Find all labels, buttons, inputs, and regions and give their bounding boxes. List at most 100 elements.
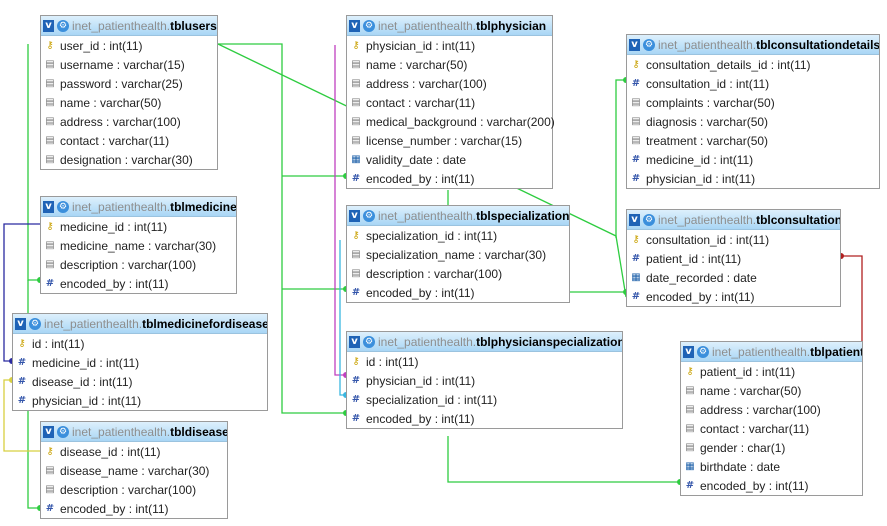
table-header[interactable]: v⚙inet_patienthealth.tblpatient (681, 342, 862, 362)
table-tblusers[interactable]: v⚙inet_patienthealth.tblusers⚷user_id : … (40, 15, 218, 170)
table-header[interactable]: v⚙inet_patienthealth.tblphysician (347, 16, 552, 36)
table-header[interactable]: v⚙inet_patienthealth.tblusers (41, 16, 217, 36)
column-row[interactable]: #encoded_by : int(11) (681, 476, 862, 495)
column-row[interactable]: ▦validity_date : date (347, 150, 552, 169)
column-row[interactable]: ⚷id : int(11) (13, 334, 267, 353)
table-header[interactable]: v⚙inet_patienthealth.tblconsultation (627, 210, 840, 230)
column-row[interactable]: ▤description : varchar(100) (347, 264, 569, 283)
column-row[interactable]: #encoded_by : int(11) (41, 499, 227, 518)
column-row[interactable]: ▦birthdate : date (681, 457, 862, 476)
collapse-toggle-icon[interactable]: v (43, 425, 54, 438)
table-header[interactable]: v⚙inet_patienthealth.tblconsultationdeta… (627, 35, 879, 55)
gear-icon[interactable]: ⚙ (697, 345, 709, 358)
numeric-field-icon: # (351, 394, 361, 405)
text-field-icon: ▤ (685, 442, 695, 453)
gear-icon[interactable]: ⚙ (57, 425, 69, 438)
column-row[interactable]: #patient_id : int(11) (627, 249, 840, 268)
table-tblmedicine[interactable]: v⚙inet_patienthealth.tblmedicine⚷medicin… (40, 196, 237, 294)
gear-icon[interactable]: ⚙ (29, 317, 41, 330)
column-row[interactable]: #medicine_id : int(11) (627, 150, 879, 169)
column-row[interactable]: ▤disease_name : varchar(30) (41, 461, 227, 480)
column-row[interactable]: #specialization_id : int(11) (347, 390, 622, 409)
column-label: address : varchar(100) (366, 76, 487, 91)
column-row[interactable]: ▤contact : varchar(11) (347, 93, 552, 112)
column-row[interactable]: ▤password : varchar(25) (41, 74, 217, 93)
column-row[interactable]: #physician_id : int(11) (13, 391, 267, 410)
column-row[interactable]: ▤contact : varchar(11) (681, 419, 862, 438)
column-row[interactable]: ▤name : varchar(50) (347, 55, 552, 74)
collapse-toggle-icon[interactable]: v (349, 335, 360, 348)
gear-icon[interactable]: ⚙ (363, 335, 375, 348)
table-header[interactable]: v⚙inet_patienthealth.tblphysicianspecial… (347, 332, 622, 352)
column-row[interactable]: ⚷medicine_id : int(11) (41, 217, 236, 236)
column-row[interactable]: ▤medicine_name : varchar(30) (41, 236, 236, 255)
column-row[interactable]: #medicine_id : int(11) (13, 353, 267, 372)
collapse-toggle-icon[interactable]: v (43, 200, 54, 213)
column-row[interactable]: #physician_id : int(11) (347, 371, 622, 390)
column-row[interactable]: ▤complaints : varchar(50) (627, 93, 879, 112)
column-row[interactable]: ▤medical_background : varchar(200) (347, 112, 555, 131)
column-row[interactable]: ▤name : varchar(50) (681, 381, 862, 400)
collapse-toggle-icon[interactable]: v (43, 19, 54, 32)
column-row[interactable]: #encoded_by : int(11) (41, 274, 236, 293)
gear-icon[interactable]: ⚙ (57, 19, 69, 32)
column-row[interactable]: ▦date_recorded : date (627, 268, 840, 287)
table-header[interactable]: v⚙inet_patienthealth.tblmedicinefordisea… (13, 314, 267, 334)
date-field-icon: ▦ (631, 272, 641, 283)
collapse-toggle-icon[interactable]: v (349, 19, 360, 32)
column-row[interactable]: ▤specialization_name : varchar(30) (347, 245, 569, 264)
table-tblspecialization[interactable]: v⚙inet_patienthealth.tblspecialization⚷s… (346, 205, 570, 303)
column-row[interactable]: ▤gender : char(1) (681, 438, 862, 457)
column-row[interactable]: #consultation_id : int(11) (627, 74, 879, 93)
gear-icon[interactable]: ⚙ (643, 213, 655, 226)
gear-icon[interactable]: ⚙ (363, 19, 375, 32)
column-row[interactable]: ▤description : varchar(100) (41, 480, 227, 499)
column-row[interactable]: ⚷disease_id : int(11) (41, 442, 227, 461)
collapse-toggle-icon[interactable]: v (629, 38, 640, 51)
column-row[interactable]: ▤address : varchar(100) (347, 74, 552, 93)
collapse-toggle-icon[interactable]: v (349, 209, 360, 222)
column-row[interactable]: ⚷consultation_id : int(11) (627, 230, 840, 249)
column-row[interactable]: #encoded_by : int(11) (347, 283, 569, 302)
column-row[interactable]: #disease_id : int(11) (13, 372, 267, 391)
table-tblphysicianspecialization[interactable]: v⚙inet_patienthealth.tblphysicianspecial… (346, 331, 623, 429)
collapse-toggle-icon[interactable]: v (629, 213, 640, 226)
column-label: physician_id : int(11) (366, 373, 476, 388)
column-row[interactable]: #physician_id : int(11) (627, 169, 879, 188)
table-header[interactable]: v⚙inet_patienthealth.tbldisease (41, 422, 227, 442)
table-tblpatient[interactable]: v⚙inet_patienthealth.tblpatient⚷patient_… (680, 341, 863, 496)
column-row[interactable]: ▤address : varchar(100) (681, 400, 862, 419)
column-row[interactable]: ▤treatment : varchar(50) (627, 131, 879, 150)
table-tbldisease[interactable]: v⚙inet_patienthealth.tbldisease⚷disease_… (40, 421, 228, 519)
column-row[interactable]: ⚷id : int(11) (347, 352, 622, 371)
column-row[interactable]: ▤diagnosis : varchar(50) (627, 112, 879, 131)
column-row[interactable]: ▤name : varchar(50) (41, 93, 217, 112)
collapse-toggle-icon[interactable]: v (683, 345, 694, 358)
gear-icon[interactable]: ⚙ (643, 38, 655, 51)
table-header[interactable]: v⚙inet_patienthealth.tblmedicine (41, 197, 236, 217)
column-row[interactable]: ▤description : varchar(100) (41, 255, 236, 274)
key-icon: ⚷ (352, 40, 360, 51)
table-tblphysician[interactable]: v⚙inet_patienthealth.tblphysician⚷physic… (346, 15, 555, 189)
column-row[interactable]: ▤contact : varchar(11) (41, 131, 217, 150)
column-row[interactable]: #encoded_by : int(11) (627, 287, 840, 306)
column-row[interactable]: #encoded_by : int(11) (347, 409, 622, 428)
table-tblconsultation[interactable]: v⚙inet_patienthealth.tblconsultation⚷con… (626, 209, 841, 307)
column-row[interactable]: ▤designation : varchar(30) (41, 150, 217, 169)
table-tblconsultationdetails[interactable]: v⚙inet_patienthealth.tblconsultationdeta… (626, 34, 880, 189)
table-tblmedicinefordisease[interactable]: v⚙inet_patienthealth.tblmedicinefordisea… (12, 313, 268, 411)
table-header[interactable]: v⚙inet_patienthealth.tblspecialization (347, 206, 569, 226)
collapse-toggle-icon[interactable]: v (15, 317, 26, 330)
column-row[interactable]: #encoded_by : int(11) (347, 169, 552, 188)
column-label: license_number : varchar(15) (366, 133, 523, 148)
column-row[interactable]: ⚷user_id : int(11) (41, 36, 217, 55)
column-row[interactable]: ⚷physician_id : int(11) (347, 36, 552, 55)
column-row[interactable]: ▤address : varchar(100) (41, 112, 217, 131)
gear-icon[interactable]: ⚙ (57, 200, 69, 213)
column-row[interactable]: ⚷consultation_details_id : int(11) (627, 55, 879, 74)
column-row[interactable]: ⚷specialization_id : int(11) (347, 226, 569, 245)
column-row[interactable]: ▤username : varchar(15) (41, 55, 217, 74)
column-row[interactable]: ▤license_number : varchar(15) (347, 131, 552, 150)
column-row[interactable]: ⚷patient_id : int(11) (681, 362, 862, 381)
gear-icon[interactable]: ⚙ (363, 209, 375, 222)
